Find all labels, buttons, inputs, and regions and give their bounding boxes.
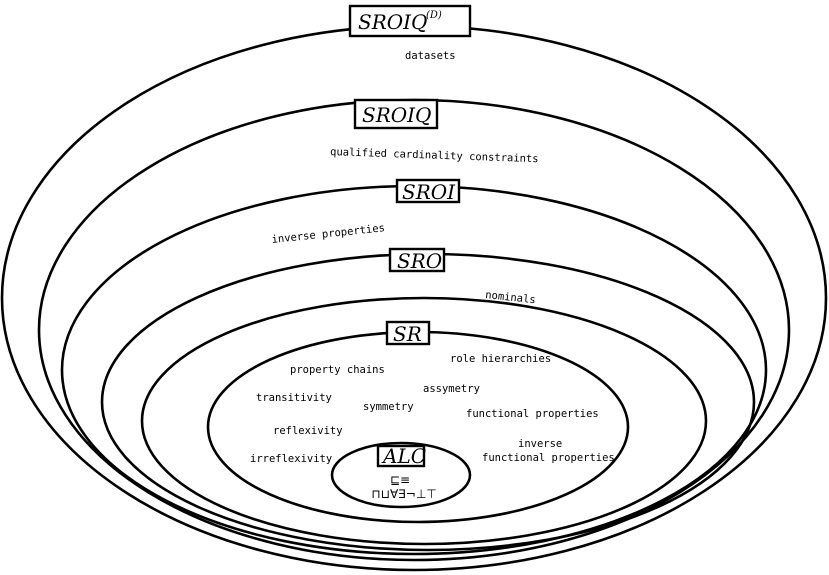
feature-datasets: datasets <box>405 50 456 62</box>
feature-reflexivity: reflexivity <box>273 425 343 437</box>
feature-symmetry: symmetry <box>363 401 414 413</box>
feature-transitivity: transitivity <box>256 392 332 404</box>
sroiq-label: SROIQ <box>353 98 439 130</box>
feature-inverse-functional-line2: functional properties <box>482 452 615 464</box>
feature-property-chains: property chains <box>290 364 385 376</box>
alc-name: ALC <box>381 444 426 468</box>
feature-nominals: nominals <box>485 289 537 306</box>
sroi-name: SROI <box>402 180 456 204</box>
feature-role-hierarchies: role hierarchies <box>450 353 551 365</box>
sr-region <box>140 296 708 546</box>
feature-inverse-properties: inverse properties <box>271 222 385 246</box>
sr-name: SR <box>393 322 422 346</box>
sroiq-name: SROIQ <box>362 103 431 127</box>
feature-qualified-cardinality: qualified cardinality constraints <box>330 146 539 165</box>
alc-label: ALC <box>376 444 426 468</box>
sroiqd-superscript: (D) <box>426 10 442 21</box>
sroiqd-label: SROIQ (D) <box>348 4 472 38</box>
alc-operators-line1: ⊑≡ <box>390 473 410 487</box>
alc-region <box>330 441 472 509</box>
feature-inverse-functional-line1: inverse <box>518 438 562 450</box>
sroiqd-name: SROIQ <box>358 10 427 34</box>
sro-label: SRO <box>388 247 446 273</box>
alc-operators-line2: ⊓⊔∀∃¬⊥⊤ <box>371 487 436 501</box>
feature-functional-properties: functional properties <box>466 408 599 420</box>
feature-assymetry: assymetry <box>423 383 480 395</box>
sroi-label: SROI <box>395 178 461 204</box>
feature-irreflexivity: irreflexivity <box>250 453 332 465</box>
svg-text:SROIQ: SROIQ <box>358 10 427 34</box>
sro-name: SRO <box>397 249 442 273</box>
sr-label: SR <box>385 320 431 346</box>
